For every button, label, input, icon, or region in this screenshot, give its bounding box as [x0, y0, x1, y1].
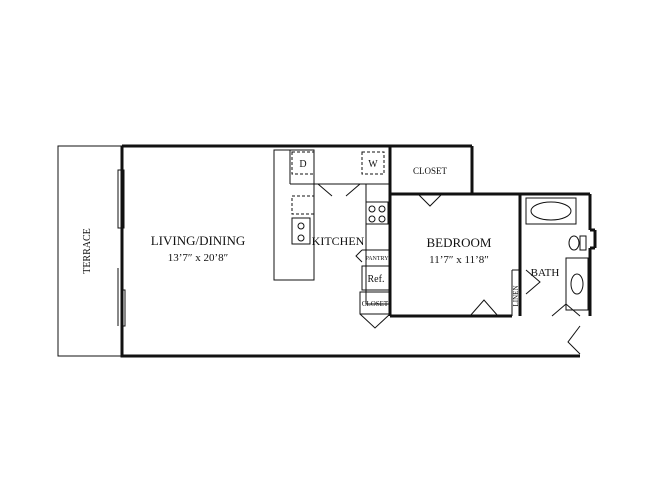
refrigerator-icon: [361, 265, 391, 291]
top-closet: [390, 192, 472, 207]
kitchen-label: KITCHEN: [312, 234, 365, 248]
living-dining-dims: 13’7″ x 20’8″: [168, 252, 229, 264]
sink-icon: [570, 273, 584, 295]
bath-label: BATH: [531, 267, 560, 279]
stove-icon: [365, 201, 389, 225]
dryer-label: D: [299, 159, 306, 170]
small-closet: [359, 291, 391, 329]
bedroom-label: BEDROOM: [426, 235, 491, 250]
washer-label: W: [368, 159, 378, 170]
bath-area: [511, 194, 589, 317]
dishwasher-icon: [291, 195, 315, 215]
washer-icon: [361, 151, 385, 175]
kitchen-area: [273, 146, 512, 318]
refrigerator-label: Ref.: [368, 274, 385, 285]
vanity-icon: [565, 257, 589, 311]
closet-small-label: CLOSET: [362, 300, 389, 308]
closet-door-icon: [359, 313, 391, 329]
bath-door-icon: [525, 269, 541, 295]
living-dining-label: LIVING/DINING: [151, 233, 246, 248]
exterior-walls: [120, 144, 597, 358]
closet-door-icon: [417, 193, 443, 207]
bathtub-icon: [525, 197, 577, 225]
terrace-label: TERRACE: [82, 228, 93, 274]
dryer-icon: [291, 151, 315, 175]
bedroom-door-icon: [469, 299, 499, 317]
closet-top-label: CLOSET: [413, 166, 448, 176]
laundry-door-icon: [317, 183, 361, 197]
bedroom-dims: 11’7″ x 11’8″: [429, 254, 489, 266]
toilet-icon: [568, 235, 580, 251]
sink-icon: [291, 217, 311, 245]
linen-label: LINEN: [512, 286, 520, 307]
bath-door-icon: [551, 303, 581, 317]
entry-door-icon: [567, 325, 581, 355]
pantry-label: PANTRY: [365, 256, 389, 262]
